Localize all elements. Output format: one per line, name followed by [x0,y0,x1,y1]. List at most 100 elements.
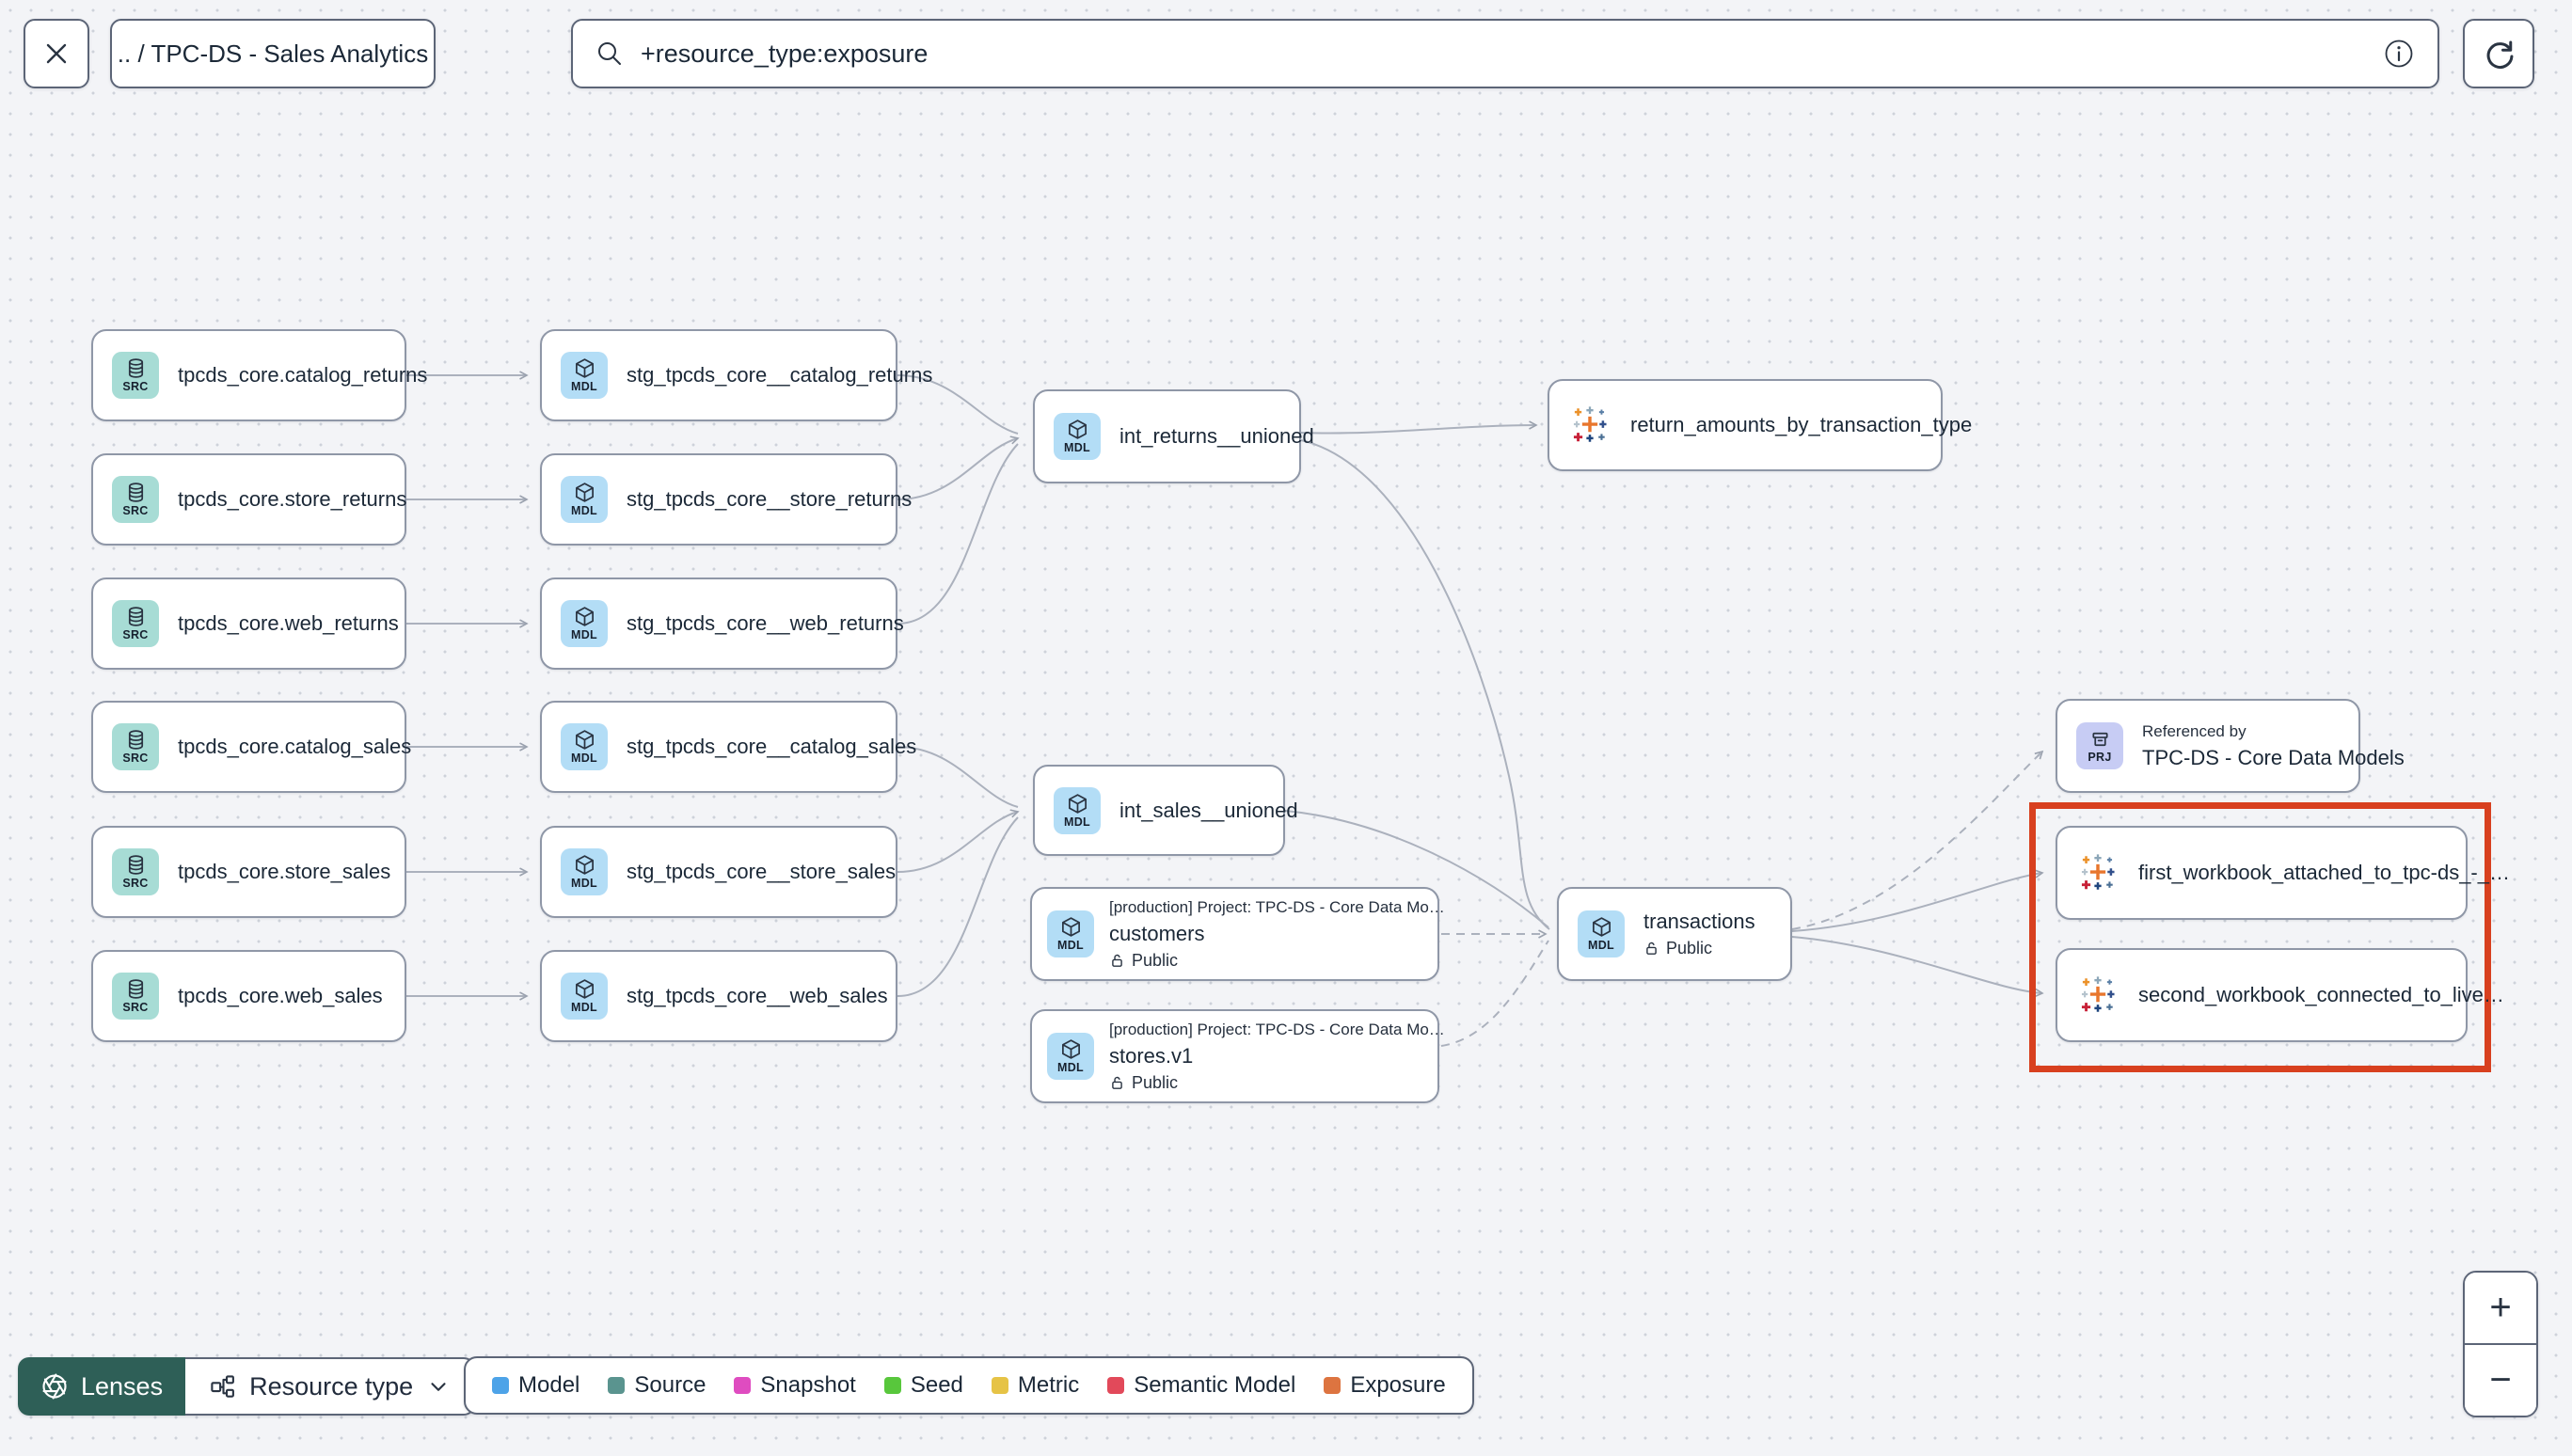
cube-icon [574,854,595,876]
selection-highlight-rect [2029,802,2491,1072]
model-badge: MDL [1054,786,1101,834]
node-stg-web-sales[interactable]: MDL stg_tpcds_core__web_sales [540,950,897,1042]
model-badge: MDL [561,848,608,895]
model-badge: MDL [1578,910,1625,957]
source-badge: SRC [112,352,159,399]
node-int-returns-unioned[interactable]: MDL int_returns__unioned [1033,389,1314,483]
database-icon [125,606,147,627]
node-int-sales-unioned[interactable]: MDL int_sales__unioned [1033,765,1298,856]
aperture-icon [42,1373,67,1400]
tableau-icon [1568,404,1611,447]
model-badge: MDL [1047,1033,1094,1080]
zoom-in-button[interactable]: + [2465,1273,2536,1343]
tableau-icon [2076,851,2120,894]
cube-icon [574,606,595,627]
chevron-down-icon [431,1383,446,1391]
source-badge: SRC [112,600,159,647]
resource-type-label: Resource type [249,1371,414,1401]
project-subtitle: [production] Project: TPC-DS - Core Data… [1109,1020,1445,1038]
project-badge: PRJ [2076,722,2123,769]
node-transactions[interactable]: MDL transactions Public [1557,887,1792,981]
model-badge: MDL [1047,910,1094,957]
search-input[interactable] [639,38,2368,70]
breadcrumb[interactable]: .. / TPC-DS - Sales Analytics [110,19,436,88]
node-stg-catalog-sales[interactable]: MDL stg_tpcds_core__catalog_sales [540,701,916,793]
lock-open-icon [1109,1075,1125,1091]
zoom-out-button[interactable]: − [2465,1343,2536,1416]
legend-item-model: Model [492,1372,579,1399]
database-icon [125,729,147,751]
info-icon[interactable] [2383,38,2415,70]
search-bar[interactable] [571,19,2439,88]
legend-item-semantic-model: Semantic Model [1107,1372,1295,1399]
refresh-button[interactable] [2463,19,2534,88]
model-badge: MDL [1054,413,1101,460]
resource-type-dropdown[interactable]: Resource type [185,1357,476,1416]
cube-icon [1067,419,1088,440]
model-badge: MDL [561,723,608,770]
cube-icon [1067,793,1088,815]
legend-item-snapshot: Snapshot [734,1372,856,1399]
legend-swatch [991,1377,1008,1394]
legend-swatch [492,1377,509,1394]
cube-icon [1060,916,1082,938]
source-badge: SRC [112,723,159,770]
node-stg-catalog-returns[interactable]: MDL stg_tpcds_core__catalog_returns [540,329,932,421]
node-src-catalog-sales[interactable]: SRC tpcds_core.catalog_sales [91,701,411,793]
model-badge: MDL [561,600,608,647]
access-label: Public [1109,951,1445,971]
node-exposure-return-amounts[interactable]: return_amounts_by_transaction_type [1548,379,1972,471]
model-badge: MDL [561,476,608,523]
database-icon [125,482,147,503]
cube-icon [574,357,595,379]
access-label: Public [1643,939,1755,958]
model-badge: MDL [561,973,608,1020]
node-src-web-returns[interactable]: SRC tpcds_core.web_returns [91,578,406,670]
legend-swatch [883,1377,901,1394]
lenses-button[interactable]: Lenses [18,1357,186,1416]
referenced-by-title: Referenced by [2142,721,2247,740]
lock-open-icon [1109,953,1125,969]
model-badge: MDL [561,352,608,399]
node-src-web-sales[interactable]: SRC tpcds_core.web_sales [91,950,406,1042]
node-src-catalog-returns[interactable]: SRC tpcds_core.catalog_returns [91,329,427,421]
source-badge: SRC [112,848,159,895]
node-src-store-returns[interactable]: SRC tpcds_core.store_returns [91,453,406,546]
refresh-icon [2486,40,2514,69]
cube-icon [1060,1038,1082,1060]
node-stg-web-returns[interactable]: MDL stg_tpcds_core__web_returns [540,578,904,670]
node-stores-v1[interactable]: MDL [production] Project: TPC-DS - Core … [1030,1009,1445,1103]
node-referenced-by-project[interactable]: PRJ Referenced by TPC-DS - Core Data Mod… [2056,699,2405,793]
archive-icon [2089,728,2111,750]
node-exposure-first-workbook[interactable]: first_workbook_attached_to_tpc-ds_-_… [2056,826,2510,920]
legend-item-source: Source [608,1372,706,1399]
legend-swatch [734,1377,752,1394]
legend-swatch [1107,1377,1125,1394]
resource-type-icon [211,1375,235,1398]
node-stg-store-sales[interactable]: MDL stg_tpcds_core__store_sales [540,826,897,918]
access-label: Public [1109,1073,1445,1093]
node-stg-store-returns[interactable]: MDL stg_tpcds_core__store_returns [540,453,912,546]
search-icon [598,42,621,65]
database-icon [125,357,147,379]
legend-item-exposure: Exposure [1324,1372,1446,1399]
node-exposure-second-workbook[interactable]: second_workbook_connected_to_live… [2056,948,2504,1042]
node-src-store-sales[interactable]: SRC tpcds_core.store_sales [91,826,406,918]
resource-type-legend: Model Source Snapshot Seed Metric Semant… [464,1356,1474,1415]
close-button[interactable] [24,19,89,88]
cube-icon [574,729,595,751]
source-badge: SRC [112,476,159,523]
source-badge: SRC [112,973,159,1020]
node-customers[interactable]: MDL [production] Project: TPC-DS - Core … [1030,887,1445,981]
cube-icon [1591,916,1612,938]
legend-swatch [1324,1377,1342,1394]
cube-icon [574,978,595,1000]
database-icon [125,978,147,1000]
zoom-controls: + − [2463,1271,2538,1417]
legend-item-metric: Metric [991,1372,1079,1399]
cube-icon [574,482,595,503]
legend-item-seed: Seed [883,1372,963,1399]
breadcrumb-label: .. / TPC-DS - Sales Analytics [117,39,429,68]
